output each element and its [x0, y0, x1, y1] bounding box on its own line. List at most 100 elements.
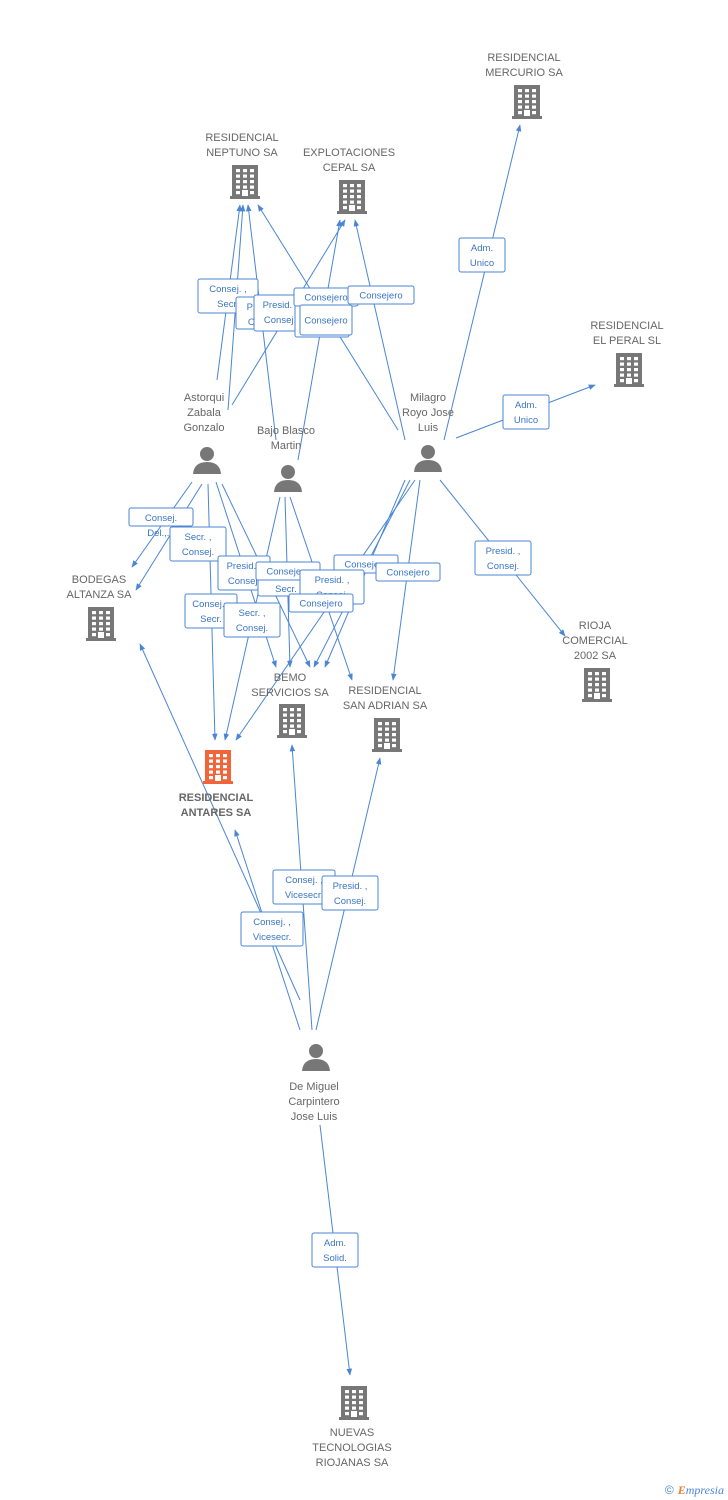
- relation-label-text: Adm.: [515, 400, 537, 411]
- node-label: NEPTUNO SA: [206, 147, 278, 159]
- relation-label[interactable]: Adm.Unico: [458, 237, 506, 273]
- node-label: Zabala: [187, 407, 222, 419]
- node-label: BODEGAS: [72, 574, 126, 586]
- node-label: 2002 SA: [574, 650, 617, 662]
- node-label: Jose Luis: [291, 1111, 338, 1123]
- relation-label-box: [169, 526, 227, 562]
- node-cepal[interactable]: EXPLOTACIONES CEPAL SA: [303, 147, 395, 214]
- node-label: RESIDENCIAL: [179, 792, 254, 804]
- relation-label-box: [299, 304, 353, 336]
- relation-label-text: Adm.: [324, 1238, 346, 1249]
- relation-label-text: Secr. ,: [239, 608, 266, 619]
- relation-label[interactable]: Presid. , Consej.: [321, 875, 379, 911]
- building-icon: [512, 85, 542, 119]
- relation-label-text: Secr. ,: [185, 532, 212, 543]
- node-bemo[interactable]: BEMO SERVICIOS SA: [251, 672, 329, 738]
- relation-label-box: [375, 562, 441, 582]
- relation-label-box: [311, 1232, 359, 1268]
- building-icon: [337, 180, 367, 214]
- relation-label-text: Del.,...: [147, 528, 174, 539]
- relation-label-text: Consejero: [386, 568, 429, 579]
- brand-name: mpresia: [685, 1483, 724, 1497]
- building-icon: [582, 668, 612, 702]
- relation-label-text: Adm.: [471, 243, 493, 254]
- node-label: COMERCIAL: [562, 635, 627, 647]
- relation-label-text: Consejero: [266, 567, 309, 578]
- relation-label-text: Secr.: [200, 614, 222, 625]
- relation-label-text: Consej. ,: [209, 284, 247, 295]
- relation-label[interactable]: Presid. ,Consej.: [474, 540, 532, 576]
- node-label: RESIDENCIAL: [590, 320, 663, 332]
- copyright-symbol: ©: [664, 1483, 674, 1497]
- relation-label-box: [458, 237, 506, 273]
- node-label: EXPLOTACIONES: [303, 147, 395, 159]
- relation-label-box: [474, 540, 532, 576]
- node-label: Gonzalo: [184, 422, 225, 434]
- building-icon: [339, 1386, 369, 1420]
- node-label: CEPAL SA: [323, 162, 376, 174]
- relation-label-text: Consejero: [359, 291, 402, 302]
- relation-label[interactable]: Consej.Del.,...: [128, 507, 194, 539]
- node-label: Bajo Blasco: [257, 425, 315, 437]
- relation-label-box: [223, 602, 281, 638]
- node-label: EL PERAL SL: [593, 335, 661, 347]
- relation-label[interactable]: Secr. , Consej.: [169, 526, 227, 562]
- node-label: SAN ADRIAN SA: [343, 700, 428, 712]
- relation-label-text: Consej.: [228, 576, 260, 587]
- relation-label-text: Consej. ,: [253, 917, 291, 928]
- node-neptuno[interactable]: RESIDENCIAL NEPTUNO SA: [205, 132, 279, 199]
- relation-label-text: Consej. ,: [192, 599, 230, 610]
- relation-label[interactable]: Consejero: [288, 593, 354, 613]
- relation-label[interactable]: Consejero: [347, 285, 415, 305]
- relation-label-text: Consej.: [182, 547, 214, 558]
- node-label: Astorqui: [184, 392, 224, 404]
- relation-label-text: Presid. ,: [227, 561, 262, 572]
- relation-label[interactable]: Adm.Unico: [502, 394, 550, 430]
- node-label: Luis: [418, 422, 439, 434]
- relation-label[interactable]: Consej. ,Vicesecr.: [240, 911, 304, 947]
- node-label: Martin: [271, 440, 302, 452]
- edge-arrow: [135, 483, 203, 591]
- brand-initial: E: [677, 1483, 686, 1497]
- relation-label[interactable]: Consejero: [375, 562, 441, 582]
- building-icon: [614, 353, 644, 387]
- node-label: BEMO: [274, 672, 307, 684]
- node-label: TECNOLOGIAS: [312, 1442, 391, 1454]
- relation-label-text: Consej.: [264, 315, 296, 326]
- relation-label-text: Secr.: [275, 584, 297, 595]
- relation-label[interactable]: Consejero: [299, 304, 353, 336]
- relation-label-box: [347, 285, 415, 305]
- node-label: Milagro: [410, 392, 446, 404]
- building-icon: [372, 718, 402, 752]
- relation-label-box: [240, 911, 304, 947]
- node-label: RESIDENCIAL: [205, 132, 278, 144]
- relation-label-text: Consej.: [334, 896, 366, 907]
- relation-label-text: Consejero: [304, 293, 347, 304]
- node-label: RIOJA: [579, 620, 612, 632]
- relation-label-text: Secr.: [217, 299, 239, 310]
- relation-label-text: Presid. ,: [315, 575, 350, 586]
- node-label: MERCURIO SA: [485, 67, 563, 79]
- relation-label-text: Presid. ,: [263, 300, 298, 311]
- relation-label-text: Presid. ,: [333, 881, 368, 892]
- relation-label-text: Solid.: [323, 1253, 347, 1264]
- relation-label[interactable]: Adm. Solid.: [311, 1232, 359, 1268]
- node-label: SERVICIOS SA: [251, 687, 329, 699]
- node-rioja[interactable]: RIOJA COMERCIAL 2002 SA: [562, 620, 628, 702]
- node-label: RIOJANAS SA: [316, 1457, 389, 1469]
- node-elperal[interactable]: RESIDENCIAL EL PERAL SL: [590, 320, 664, 387]
- relation-label-box: [321, 875, 379, 911]
- node-bodegas[interactable]: BODEGAS ALTANZA SA: [66, 574, 132, 641]
- relation-label[interactable]: Secr. ,Consej.: [223, 602, 281, 638]
- node-label: ALTANZA SA: [66, 589, 132, 601]
- edge-arrow: [353, 219, 406, 441]
